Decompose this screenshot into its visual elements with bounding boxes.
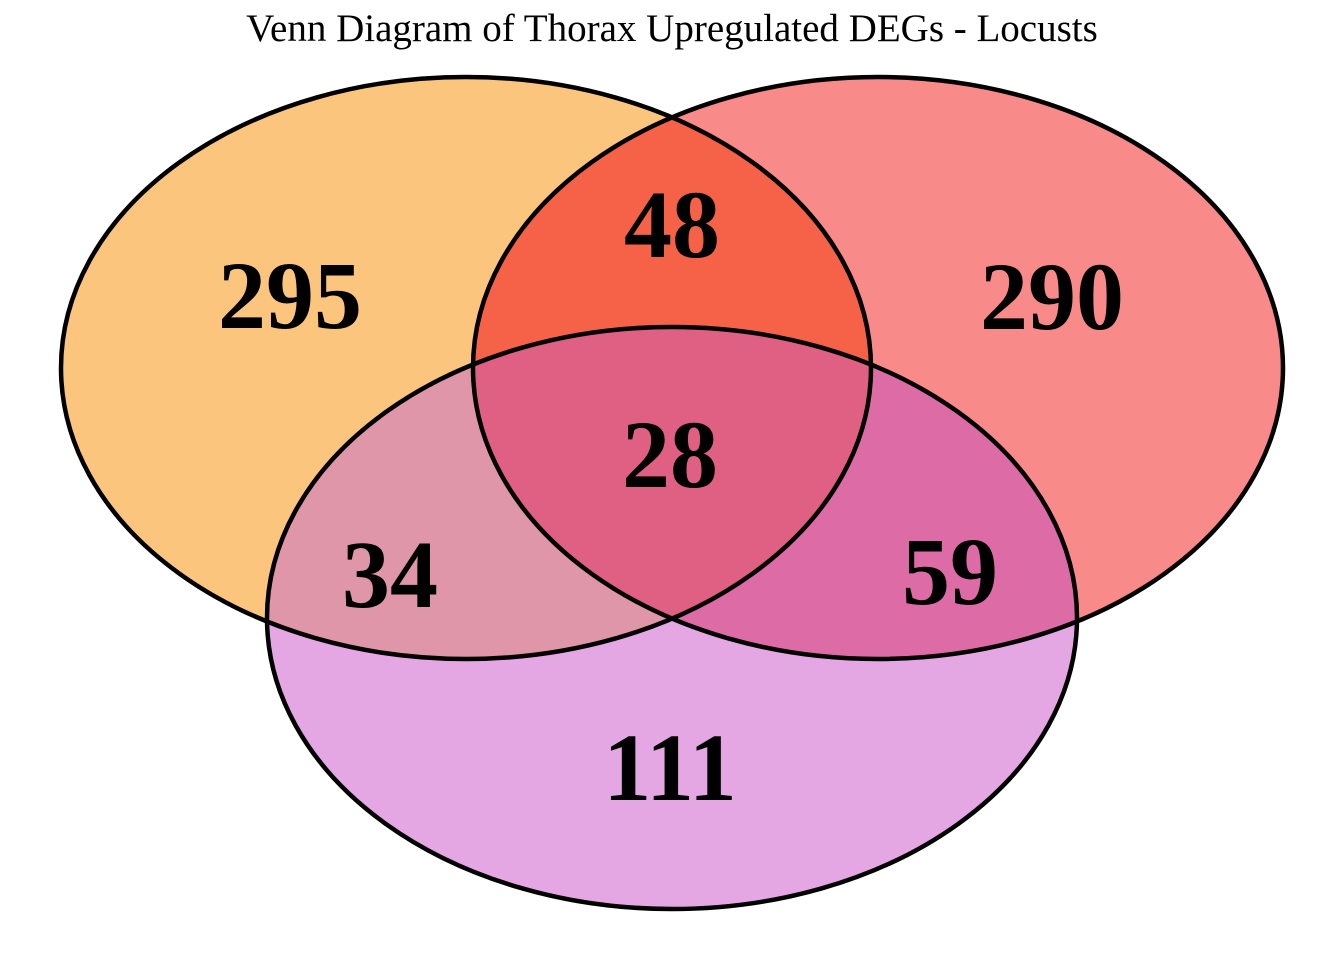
region-count-topleft-only: 295: [218, 242, 362, 349]
set-bottom-outline: [264, 324, 1080, 912]
region-count-topleft-bottom: 34: [342, 521, 438, 628]
region-count-bottom-only: 111: [603, 714, 736, 821]
region-count-topright-bottom: 59: [902, 518, 998, 625]
set-top-left-outline: [58, 74, 874, 662]
set-top-right-outline: [470, 74, 1286, 662]
chart-title: Venn Diagram of Thorax Upregulated DEGs …: [246, 7, 1098, 50]
region-count-topleft-topright: 48: [624, 171, 720, 278]
region-count-triple: 28: [622, 401, 718, 508]
region-count-topright-only: 290: [980, 243, 1124, 350]
